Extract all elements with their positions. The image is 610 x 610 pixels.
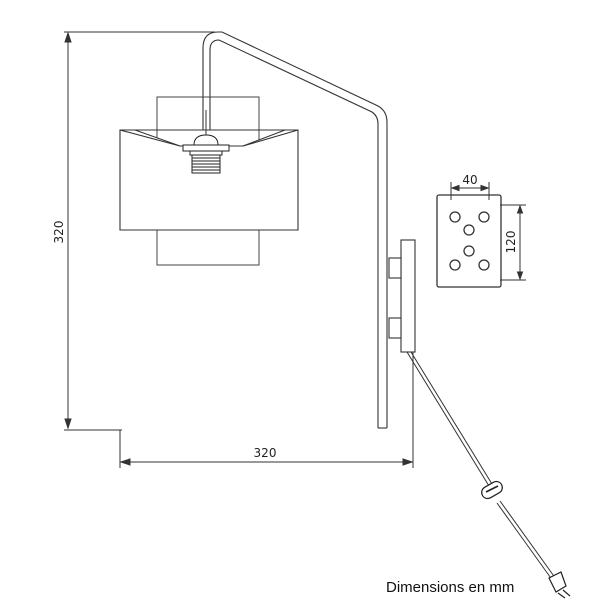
lampshade [119, 129, 299, 231]
plate-height-label: 120 [504, 231, 518, 254]
wall-mount-side [388, 239, 416, 353]
width-label: 320 [254, 446, 277, 460]
plate-width-dimension [450, 182, 490, 200]
height-label: 320 [52, 221, 66, 244]
cord-switch [481, 480, 503, 500]
lamp-arm [202, 31, 388, 429]
units-caption: Dimensions en mm [386, 579, 515, 596]
plate-width-label: 40 [462, 173, 477, 187]
wall-plate-front [436, 194, 502, 288]
height-dimension [64, 31, 215, 431]
plate-height-dimension [500, 204, 526, 281]
width-dimension [119, 330, 414, 468]
power-cord [406, 351, 557, 582]
screw-holes [449, 211, 490, 271]
bulb-socket [182, 110, 230, 174]
plug-icon [548, 571, 571, 599]
